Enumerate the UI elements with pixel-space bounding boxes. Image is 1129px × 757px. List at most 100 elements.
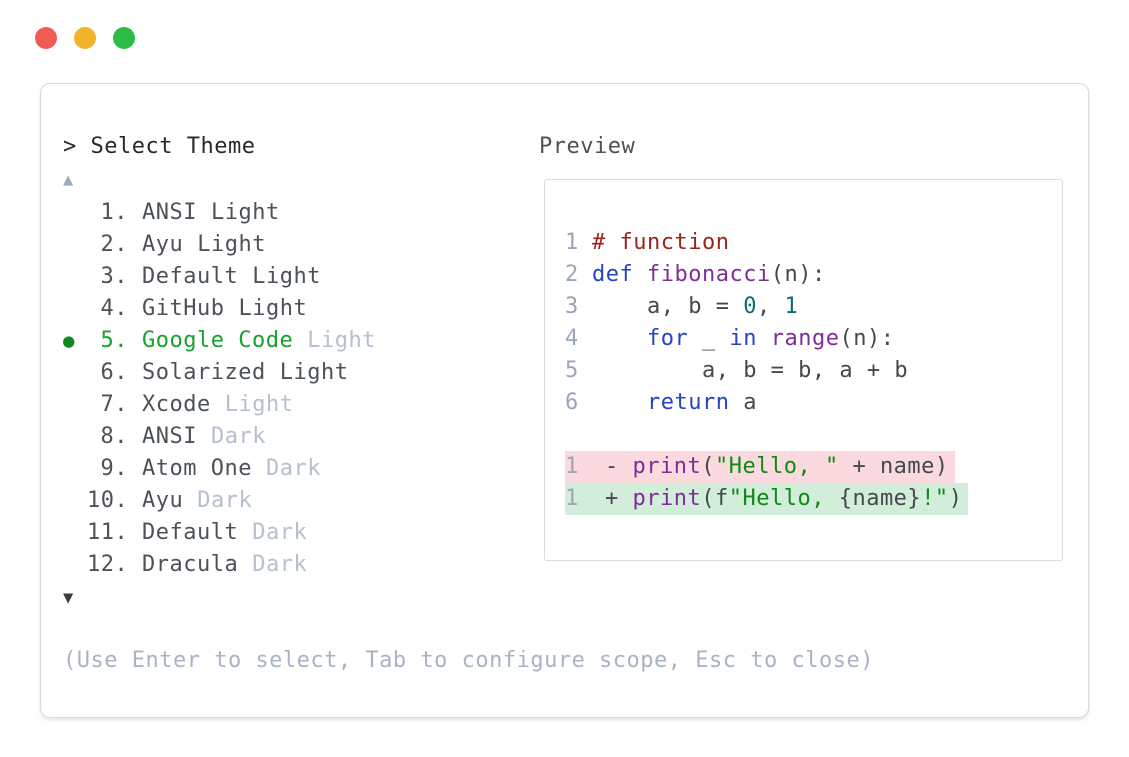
minimize-window-button[interactable] — [74, 27, 96, 49]
theme-list-item[interactable]: 4. GitHub Light — [63, 293, 376, 325]
theme-variant: Dark — [252, 552, 308, 577]
code-token: 1 — [784, 294, 799, 319]
theme-name: Atom One — [142, 456, 252, 481]
code-token: ) — [948, 486, 963, 511]
scroll-up-icon[interactable]: ▲ — [63, 170, 74, 190]
theme-name: Google Code — [142, 328, 294, 353]
code-token: fibonacci — [647, 262, 771, 287]
theme-name: ANSI — [142, 424, 197, 449]
code-token — [592, 390, 647, 415]
panel-title: Select Theme — [90, 134, 256, 159]
theme-variant: Dark — [252, 520, 308, 545]
code-token: !" — [921, 486, 949, 511]
code-token: for — [646, 326, 689, 351]
code-token: "Hello, — [728, 486, 839, 511]
code-token: (n): — [770, 262, 826, 287]
code-token — [757, 326, 771, 351]
theme-name: Ayu — [142, 232, 184, 257]
theme-variant: Light — [279, 360, 349, 385]
marker-spacer — [63, 517, 87, 549]
theme-name: Ayu — [142, 488, 184, 513]
theme-number: 2. — [100, 232, 128, 257]
theme-variant: Light — [238, 296, 308, 321]
diff-line-added: 1+ print(f"Hello, {name}!") — [565, 483, 1062, 515]
line-number: 5 — [565, 358, 579, 383]
code-token: def — [592, 262, 634, 287]
code-line: 3 a, b = 0, 1 — [565, 291, 1062, 323]
theme-list-item[interactable]: 6. Solarized Light — [63, 357, 376, 389]
line-number: 1 — [565, 230, 579, 255]
code-token: + name) — [838, 454, 949, 479]
theme-variant: Dark — [265, 456, 321, 481]
close-window-button[interactable] — [35, 27, 57, 49]
theme-name: Xcode — [142, 392, 211, 417]
code-token: {name} — [838, 486, 922, 511]
code-text: return a — [592, 390, 757, 415]
marker-spacer — [63, 293, 87, 325]
code-token: 0 — [743, 294, 757, 319]
code-token: ( — [701, 454, 715, 479]
selected-indicator-icon: ● — [63, 330, 75, 352]
theme-variant: Light — [210, 200, 280, 225]
theme-variant: Light — [252, 264, 321, 289]
theme-name: Dracula — [142, 552, 239, 577]
code-token: a, b = b, a + b — [592, 358, 909, 383]
code-token: in — [729, 326, 757, 351]
theme-list-item[interactable]: 1. ANSI Light — [63, 197, 376, 229]
theme-variant: Light — [307, 328, 376, 353]
marker-spacer — [63, 485, 87, 517]
code-token: # function — [592, 230, 730, 255]
theme-number: 3. — [100, 264, 128, 289]
line-number: 3 — [565, 294, 579, 319]
theme-name: ANSI — [142, 200, 197, 225]
theme-variant: Light — [224, 392, 294, 417]
marker-spacer — [63, 229, 87, 261]
zoom-window-button[interactable] — [113, 27, 135, 49]
theme-name: Solarized — [142, 360, 266, 385]
select-theme-header: > Select Theme — [63, 133, 255, 161]
code-token: a, b = — [592, 294, 744, 319]
theme-list-item[interactable]: 9. Atom One Dark — [63, 453, 376, 485]
window-controls — [35, 27, 135, 49]
preview-title: Preview — [539, 134, 636, 159]
line-number: 2 — [565, 262, 579, 287]
code-line: 6 return a — [565, 387, 1062, 419]
code-text: a, b = 0, 1 — [592, 294, 798, 319]
code-text: def fibonacci(n): — [592, 262, 826, 287]
theme-number: 9. — [100, 456, 128, 481]
theme-name: GitHub — [142, 296, 225, 321]
code-line: 5 a, b = b, a + b — [565, 355, 1062, 387]
code-token — [633, 262, 647, 287]
marker-spacer — [63, 261, 87, 293]
diff-highlight: 1- print("Hello, " + name) — [565, 451, 955, 483]
marker-spacer — [63, 421, 87, 453]
marker-spacer — [63, 197, 87, 229]
theme-number: 1. — [100, 200, 128, 225]
blank-line — [565, 419, 1062, 451]
marker-spacer — [63, 357, 87, 389]
code-token: print — [632, 486, 702, 511]
marker-spacer — [63, 453, 87, 485]
theme-number: 6. — [100, 360, 128, 385]
scroll-down-icon[interactable]: ▼ — [63, 588, 74, 608]
theme-number: 4. — [100, 296, 128, 321]
line-number: 4 — [565, 326, 579, 351]
theme-variant: Dark — [210, 424, 266, 449]
code-token: - — [605, 454, 633, 479]
line-number: 1 — [565, 454, 579, 479]
code-token: , — [756, 294, 785, 319]
code-text: a, b = b, a + b — [592, 358, 908, 383]
diff-line-deleted: 1- print("Hello, " + name) — [565, 451, 1062, 483]
code-token: (f — [701, 486, 729, 511]
